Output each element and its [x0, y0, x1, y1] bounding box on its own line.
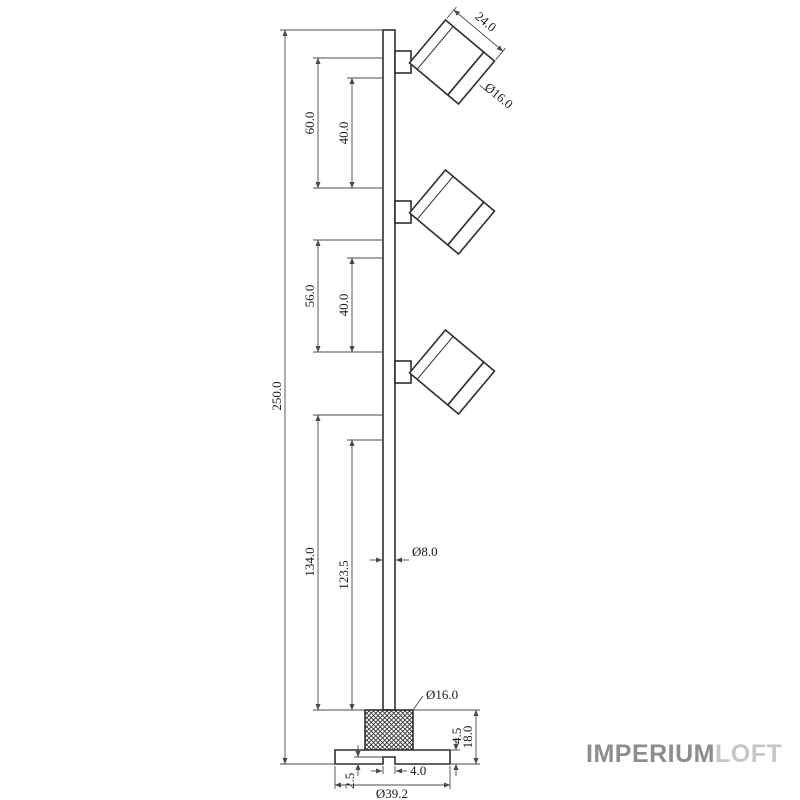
dim-recess-width: 4.0: [371, 763, 426, 778]
base-plate: [334, 749, 451, 765]
dim-base-height: 18.0: [413, 709, 480, 765]
head-3-back-cap: [416, 336, 454, 380]
lamp-head-2: [394, 168, 496, 256]
head-3-lens-rim: [446, 360, 496, 416]
dim-pole-diameter: Ø8.0: [370, 544, 438, 563]
dim-spacing-top-inner-label: 40.0: [336, 122, 351, 145]
watermark-primary: IMPERIUM: [586, 740, 715, 768]
dim-base-diameter: Ø39.2: [334, 766, 451, 800]
lamp-pole: [382, 29, 396, 711]
dim-spacing-top-label: 60.0: [302, 112, 317, 135]
dim-plate-thickness: 4.5: [449, 728, 464, 776]
dim-lower-section-inner: 123.5: [336, 439, 383, 711]
dim-head-diameter: Ø16.0: [479, 79, 516, 112]
lamp-head-1: [394, 18, 496, 106]
dim-knob-diameter: Ø16.0: [412, 687, 458, 711]
knurled-knob: [364, 709, 414, 751]
dim-base-height-label: 18.0: [460, 726, 475, 749]
head-2-lens-rim: [446, 200, 496, 256]
dim-spacing-top: 60.0: [302, 57, 383, 189]
dim-base-diameter-label: Ø39.2: [376, 786, 408, 800]
dim-plate-thickness-label: 4.5: [449, 728, 464, 744]
lamp-head-3: [394, 328, 496, 416]
dim-pole-diameter-label: Ø8.0: [412, 544, 438, 559]
dim-spacing-middle-inner-label: 40.0: [336, 294, 351, 317]
dim-total-height: 250.0: [269, 29, 383, 765]
head-1-mount: [394, 50, 412, 74]
dim-recess-width-label: 4.0: [410, 763, 426, 778]
watermark-secondary: LOFT: [715, 740, 782, 768]
dim-spacing-middle-inner: 40.0: [336, 257, 383, 353]
watermark-logo: IMPERIUMLOFT: [586, 740, 782, 768]
head-2-back-cap: [416, 176, 454, 220]
dim-lower-section-label: 134.0: [302, 547, 317, 576]
dim-lower-section: 134.0: [302, 414, 383, 711]
dim-total-height-label: 250.0: [269, 381, 284, 410]
dim-recess-depth-label: 2.5: [342, 773, 357, 789]
dim-spacing-middle-label: 56.0: [302, 285, 317, 308]
dim-spacing-top-inner: 40.0: [336, 77, 383, 189]
head-3-mount: [394, 360, 412, 384]
head-1-back-cap: [416, 26, 454, 70]
head-2-mount: [394, 200, 412, 224]
dim-knob-diameter-label: Ø16.0: [426, 687, 458, 702]
dim-head-width-label: 24.0: [472, 8, 499, 34]
dim-spacing-middle: 56.0: [302, 239, 383, 353]
dim-lower-section-inner-label: 123.5: [336, 560, 351, 589]
head-1-lens-rim: [446, 50, 496, 106]
dim-head-diameter-label: Ø16.0: [482, 79, 516, 111]
lamp-fixture: [334, 18, 496, 765]
